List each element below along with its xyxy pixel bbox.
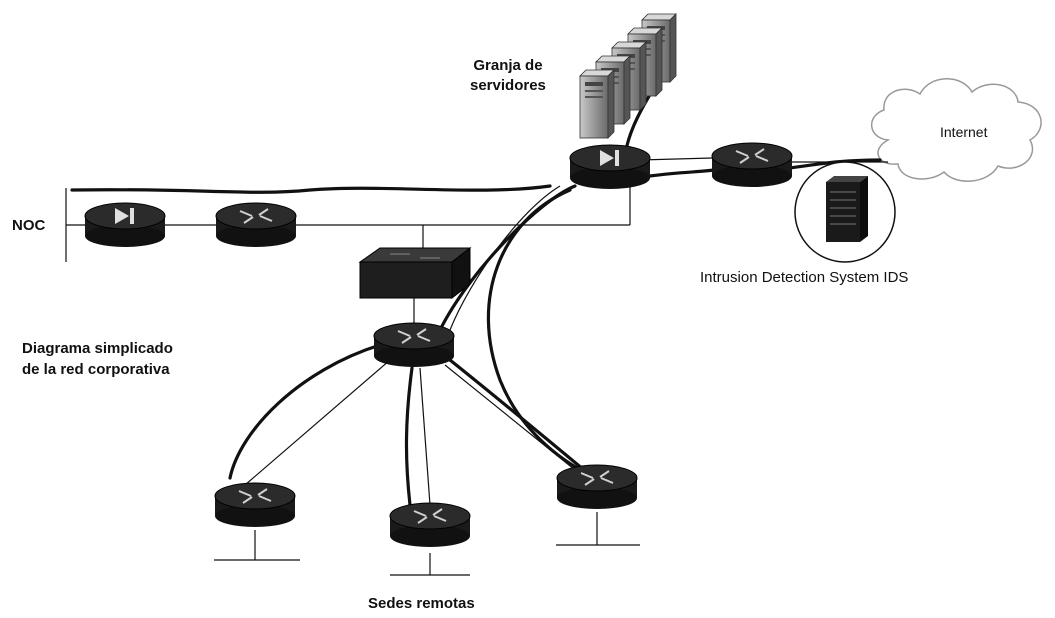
core-remote1-line	[244, 359, 391, 486]
fw-core-line	[449, 185, 561, 331]
server-icon	[579, 69, 615, 139]
core-remote3-thick-line	[448, 358, 592, 477]
fw-router-thick-line	[648, 168, 716, 178]
core-remote1-thick-line	[228, 343, 382, 480]
core-remote2-line	[419, 367, 431, 506]
core-remote3-line	[444, 364, 586, 479]
backbone-thick-line	[70, 184, 552, 194]
remote-sites-label: Sedes remotas	[368, 595, 475, 612]
remote-router-icon	[214, 482, 296, 528]
server-farm	[579, 13, 677, 139]
router-internet-thick-line	[788, 158, 882, 170]
network-links	[65, 76, 888, 576]
core-router-icon	[373, 322, 455, 368]
ids-icon	[794, 161, 896, 263]
switch-icon	[358, 246, 472, 300]
fw-router-line	[639, 157, 713, 161]
noc-router-icon	[215, 202, 297, 248]
noc-firewall-icon	[84, 202, 166, 248]
diagram-caption: Diagrama simplicado de la red corporativ…	[22, 340, 173, 378]
ids-label: Intrusion Detection System IDS	[700, 269, 909, 286]
internet-cloud-icon	[871, 78, 1042, 182]
firewall-icon	[569, 144, 651, 190]
internet-label: Internet	[940, 124, 988, 140]
noc-label: NOC	[12, 217, 46, 234]
remote-router-icon	[389, 502, 471, 548]
remote-router-icon	[556, 464, 638, 510]
fw-remote3-thick-line	[486, 188, 592, 477]
server-farm-label: Granja de servidores	[470, 57, 546, 94]
core-remote2-thick-line	[404, 366, 414, 507]
router-icon	[711, 142, 793, 188]
